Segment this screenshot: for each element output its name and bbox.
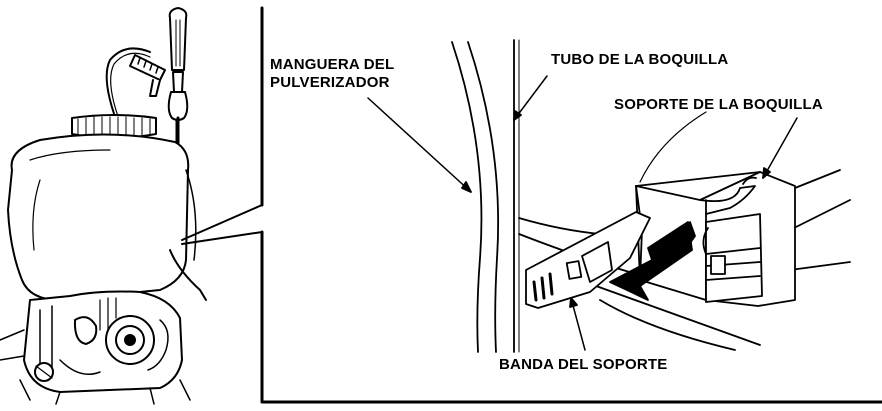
direction-arrow [609,221,693,301]
leader-nozzle-tube [513,75,548,121]
leader-nozzle-holder [762,117,798,179]
detail-illustration [367,39,851,353]
label-nozzle-holder: SOPORTE DE LA BOQUILLA [614,96,823,113]
label-spray-hose-line2: PULVERIZADOR [270,74,390,91]
holder-strap-shape [525,211,651,309]
label-nozzle-tube: TUBO DE LA BOQUILLA [551,51,728,68]
spray-hose-shape [451,41,483,353]
backpack-sprayer-illustration [0,7,207,405]
nozzle-holder-shape [635,171,796,307]
callout-connector [181,204,263,245]
detail-frame [260,6,882,404]
label-holder-strap: BANDA DEL SOPORTE [499,356,667,373]
label-spray-hose-line1: MANGUERA DEL [270,56,394,73]
leader-spray-hose [367,97,472,193]
